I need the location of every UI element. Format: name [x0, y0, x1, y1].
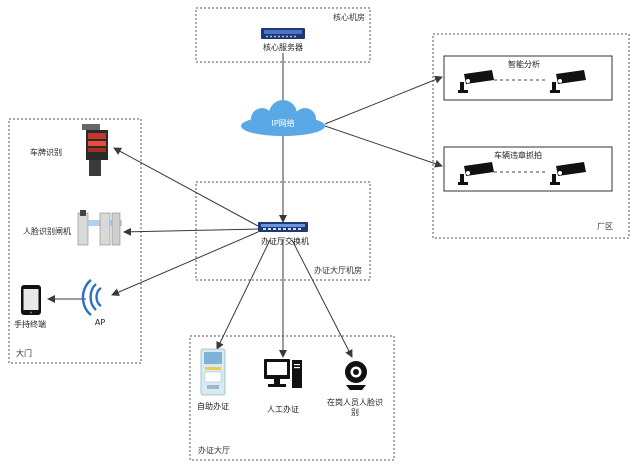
camera-icon-analysis-right — [550, 70, 586, 93]
label-manual-service: 人工办证 — [267, 405, 299, 414]
self-service-kiosk-icon — [200, 348, 226, 396]
label-self-service: 自助办证 — [197, 402, 229, 411]
label-face-gate: 人脸识别闸机 — [23, 227, 71, 236]
link-cloud-to-violation — [324, 125, 443, 168]
zone-label-core-room: 核心机房 — [333, 13, 365, 22]
zone-hall — [189, 335, 395, 461]
switch-icon — [258, 222, 308, 232]
label-vehicle-violation: 车辆违章抓拍 — [494, 151, 542, 160]
label-handheld: 手持终端 — [14, 320, 46, 329]
computer-icon — [264, 359, 302, 388]
camera-icon-violation-right — [550, 162, 586, 185]
face-gate-icon — [77, 210, 122, 246]
label-smart-analysis: 智能分析 — [508, 60, 540, 69]
link-cloud-to-analysis — [324, 75, 443, 125]
label-face-recognition: 在岗人员人脸识别 — [327, 398, 383, 417]
zone-label-hall: 办证大厅 — [198, 446, 230, 455]
plate-recognition-device-icon — [82, 124, 108, 176]
zone-label-gate: 大门 — [16, 349, 32, 358]
vehicle-violation-box — [443, 146, 613, 192]
zone-gate — [8, 118, 142, 364]
core-server-icon — [261, 28, 305, 39]
label-plate-recognition: 车牌识别 — [30, 148, 62, 157]
zone-factory — [432, 33, 630, 239]
cloud-icon — [241, 100, 325, 136]
label-ip-network: IP网络 — [271, 119, 295, 128]
ap-wifi-icon — [81, 279, 102, 316]
link-switch-to-self — [216, 239, 271, 350]
link-switch-to-ap — [111, 231, 259, 296]
zone-label-hall-room: 办证大厅机房 — [314, 266, 362, 275]
webcam-icon — [345, 361, 367, 390]
label-hall-switch: 办证厅交换机 — [261, 237, 309, 246]
link-switch-to-plate — [113, 147, 259, 227]
smart-analysis-box — [443, 55, 613, 101]
link-switch-to-gate — [123, 227, 259, 236]
label-ap: AP — [94, 318, 106, 327]
zone-core-room — [195, 7, 371, 63]
handheld-terminal-icon — [21, 285, 41, 315]
camera-icon-violation-left — [458, 162, 494, 185]
camera-icon-analysis-left — [458, 70, 494, 93]
link-switch-to-face — [291, 239, 353, 358]
zone-label-factory: 厂区 — [597, 222, 613, 231]
label-core-server: 核心服务器 — [263, 43, 303, 52]
